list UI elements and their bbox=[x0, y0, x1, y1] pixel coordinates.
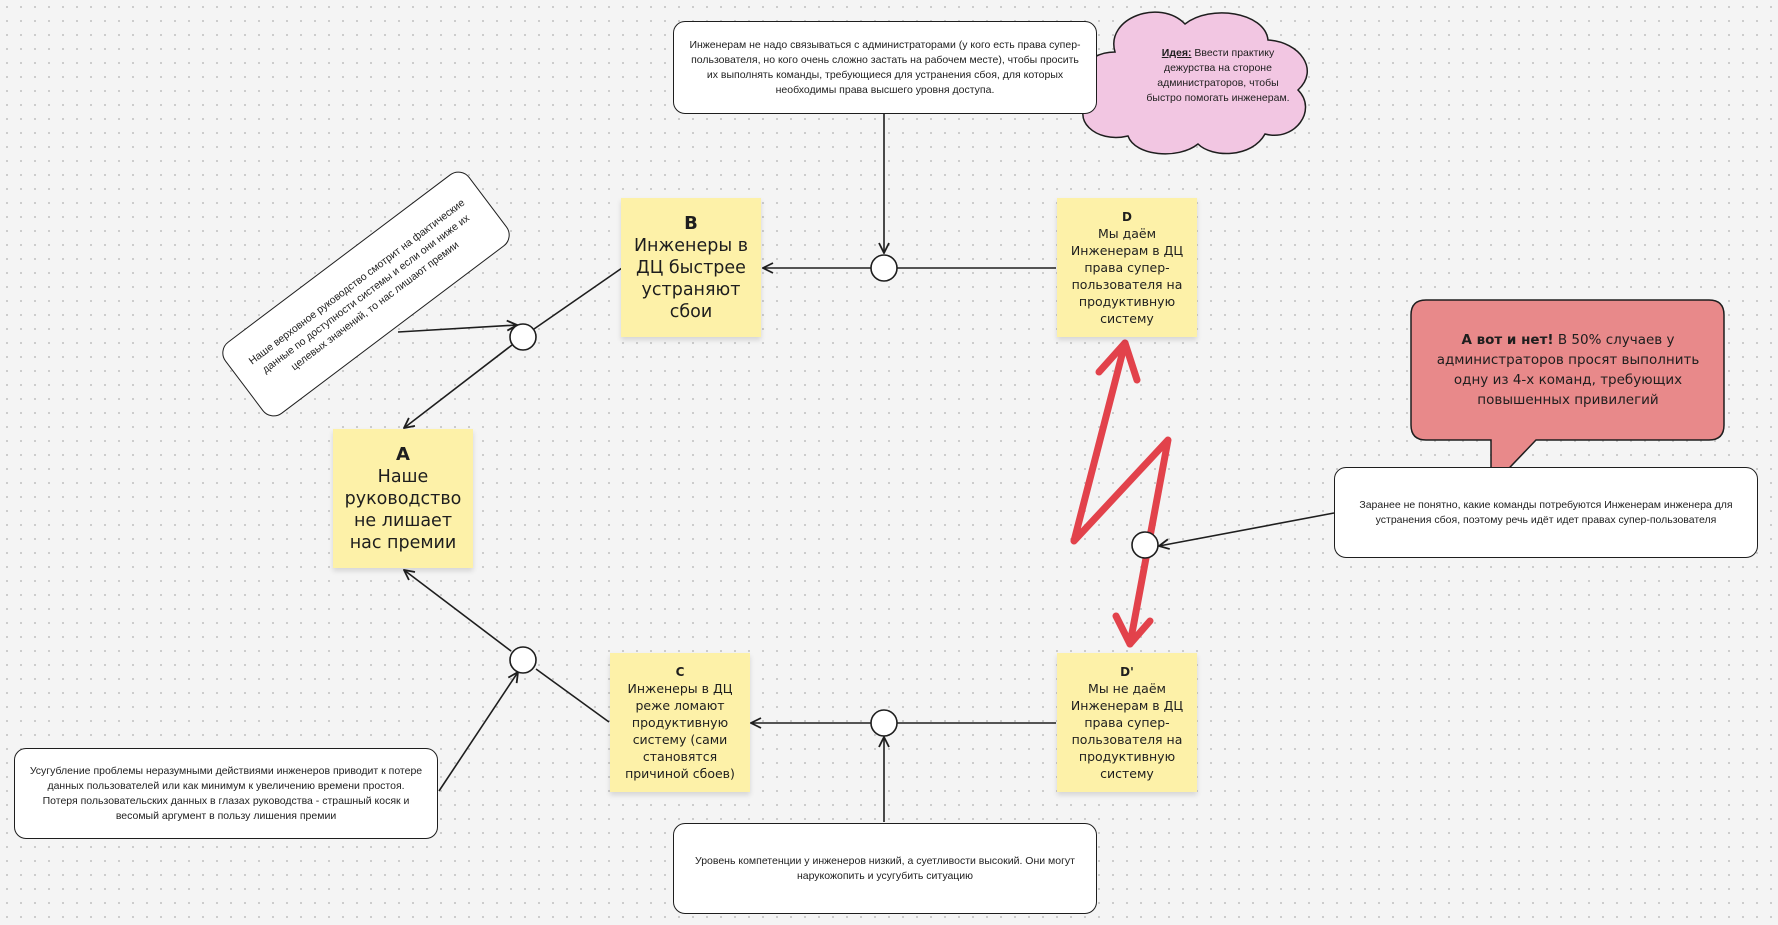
node-d-prime-letter: D' bbox=[1120, 664, 1134, 679]
node-d[interactable]: D Мы даём Инженерам в ДЦ права супер-пол… bbox=[1057, 198, 1197, 337]
speech-bubble-body: В 50% случаев у администраторов просят в… bbox=[1436, 332, 1700, 408]
junction-circle bbox=[870, 709, 898, 737]
junction-circle bbox=[509, 323, 537, 351]
idea-cloud-body: Ввести практику дежурства на стороне адм… bbox=[1146, 47, 1290, 104]
node-d-prime[interactable]: D' Мы не даём Инженерам в ДЦ права супер… bbox=[1057, 653, 1197, 792]
note-bottom-left[interactable]: Усугубление проблемы неразумными действи… bbox=[14, 748, 438, 839]
note-bottom[interactable]: Уровень компетенции у инженеров низкий, … bbox=[673, 823, 1097, 914]
connector-junction-to-a bbox=[404, 344, 513, 428]
node-c-text: Инженеры в ДЦ реже ломают продуктивную с… bbox=[625, 680, 735, 781]
junction-circle bbox=[1131, 531, 1159, 559]
note-right-text: Заранее не понятно, какие команды потреб… bbox=[1359, 498, 1733, 526]
node-b[interactable]: B Инженеры в ДЦ быстрее устраняют сбои bbox=[621, 198, 761, 337]
node-b-letter: B bbox=[684, 212, 698, 234]
node-a[interactable]: A Наше руководство не лишает нас премии bbox=[333, 429, 473, 568]
conflict-lightning-arrow bbox=[1070, 339, 1172, 648]
junction-circle bbox=[509, 646, 537, 674]
connector-junction-to-a-bottom bbox=[404, 570, 512, 652]
connector-right-note-to-junction bbox=[1159, 512, 1335, 546]
idea-cloud-shape bbox=[1078, 11, 1309, 155]
connector-bottom-left-note-to-junction bbox=[438, 672, 518, 792]
note-top-text: Инженерам не надо связываться с админист… bbox=[689, 38, 1081, 96]
connector-rotated-note-to-junction bbox=[397, 325, 517, 333]
node-b-text: Инженеры в ДЦ быстрее устраняют сбои bbox=[633, 235, 749, 322]
junction-circle bbox=[870, 254, 898, 282]
connector-c-to-junction bbox=[535, 668, 610, 723]
node-c-letter: C bbox=[675, 664, 685, 679]
note-bottom-left-text-2: Потеря пользовательских данных в глазах … bbox=[42, 794, 410, 822]
node-d-prime-text: Мы не даём Инженерам в ДЦ права супер-по… bbox=[1070, 680, 1184, 781]
speech-bubble-shape bbox=[1410, 299, 1725, 489]
note-right[interactable]: Заранее не понятно, какие команды потреб… bbox=[1334, 467, 1758, 558]
note-top[interactable]: Инженерам не надо связываться с админист… bbox=[673, 21, 1097, 114]
node-c[interactable]: C Инженеры в ДЦ реже ломают продуктивную… bbox=[610, 653, 750, 792]
connector-b-to-junction bbox=[533, 267, 623, 330]
idea-cloud-text[interactable]: Идея: Ввести практику дежурства на сторо… bbox=[1140, 46, 1296, 106]
note-bottom-left-text-1: Усугубление проблемы неразумными действи… bbox=[29, 764, 423, 792]
speech-bubble-text[interactable]: А вот и нет! В 50% случаев у администрат… bbox=[1418, 330, 1718, 410]
node-a-letter: A bbox=[396, 443, 410, 465]
idea-cloud-label: Идея: bbox=[1161, 47, 1192, 59]
node-d-letter: D bbox=[1122, 209, 1132, 224]
lightning-arrowhead-bottom bbox=[1112, 612, 1154, 648]
node-d-text: Мы даём Инженерам в ДЦ права супер-польз… bbox=[1070, 225, 1184, 326]
note-bottom-text: Уровень компетенции у инженеров низкий, … bbox=[695, 854, 1075, 882]
lightning-arrowhead-top bbox=[1095, 339, 1141, 384]
node-a-text: Наше руководство не лишает нас премии bbox=[344, 466, 462, 553]
speech-bubble-bold: А вот и нет! bbox=[1461, 332, 1554, 348]
